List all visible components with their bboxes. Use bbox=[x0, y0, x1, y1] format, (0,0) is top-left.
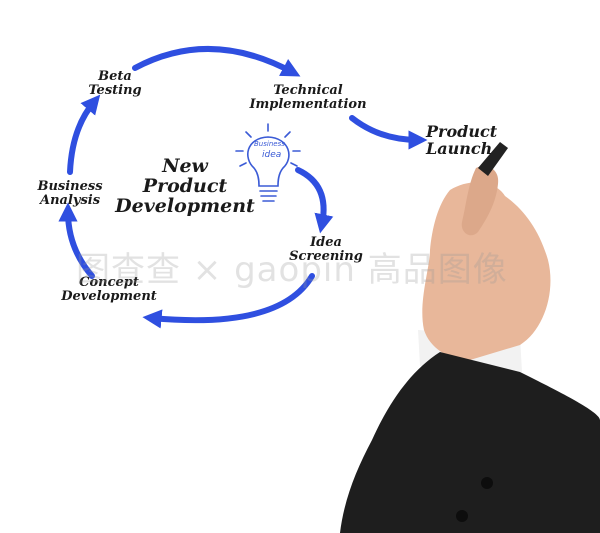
center-title: New Product Development bbox=[112, 155, 258, 217]
marker-pen bbox=[478, 142, 508, 176]
arrow-beta-to-technical bbox=[132, 46, 301, 77]
arrow-technical-to-launch bbox=[349, 115, 428, 150]
step-label-line: Business bbox=[37, 179, 103, 194]
arrow-concept-to-business bbox=[58, 202, 95, 279]
thumb bbox=[461, 165, 499, 236]
step-product-launch: Product Launch bbox=[426, 122, 498, 158]
step-label-line: Screening bbox=[289, 248, 363, 264]
center-title-line: New bbox=[162, 155, 208, 177]
step-label-line: Launch bbox=[426, 138, 493, 158]
step-business-analysis: Business Analysis bbox=[32, 180, 108, 207]
step-beta-testing: Beta Testing bbox=[82, 70, 148, 97]
arrow-business-to-beta bbox=[67, 94, 101, 175]
step-label-line: Concept bbox=[79, 275, 139, 290]
step-concept-development: Concept Development bbox=[54, 276, 164, 303]
step-label-line: Development bbox=[61, 288, 157, 304]
center-title-line: Product bbox=[142, 174, 228, 197]
step-label-line: Product bbox=[426, 122, 498, 141]
step-label-line: Testing bbox=[88, 82, 142, 98]
bulb-text-business: Business bbox=[254, 140, 285, 148]
bulb-text-idea: idea bbox=[262, 150, 282, 160]
step-label-line: Implementation bbox=[249, 96, 367, 112]
arrow-screening-to-concept bbox=[142, 273, 315, 329]
step-label-line: Analysis bbox=[39, 192, 101, 208]
sleeve-button bbox=[481, 477, 493, 489]
lightbulb-icon bbox=[235, 123, 301, 202]
hand bbox=[422, 182, 551, 360]
step-label-line: Beta bbox=[98, 69, 132, 84]
sleeve-button bbox=[456, 510, 468, 522]
step-label-line: Technical bbox=[273, 83, 343, 98]
center-title-line: Development bbox=[115, 194, 255, 217]
step-label-line: Idea bbox=[310, 235, 342, 250]
step-technical-implementation: Technical Implementation bbox=[238, 84, 378, 111]
step-idea-screening: Idea Screening bbox=[282, 236, 370, 263]
hand-illustration bbox=[340, 142, 600, 533]
suit-sleeve bbox=[340, 352, 600, 533]
arrow-bulb-to-screening bbox=[295, 167, 334, 234]
